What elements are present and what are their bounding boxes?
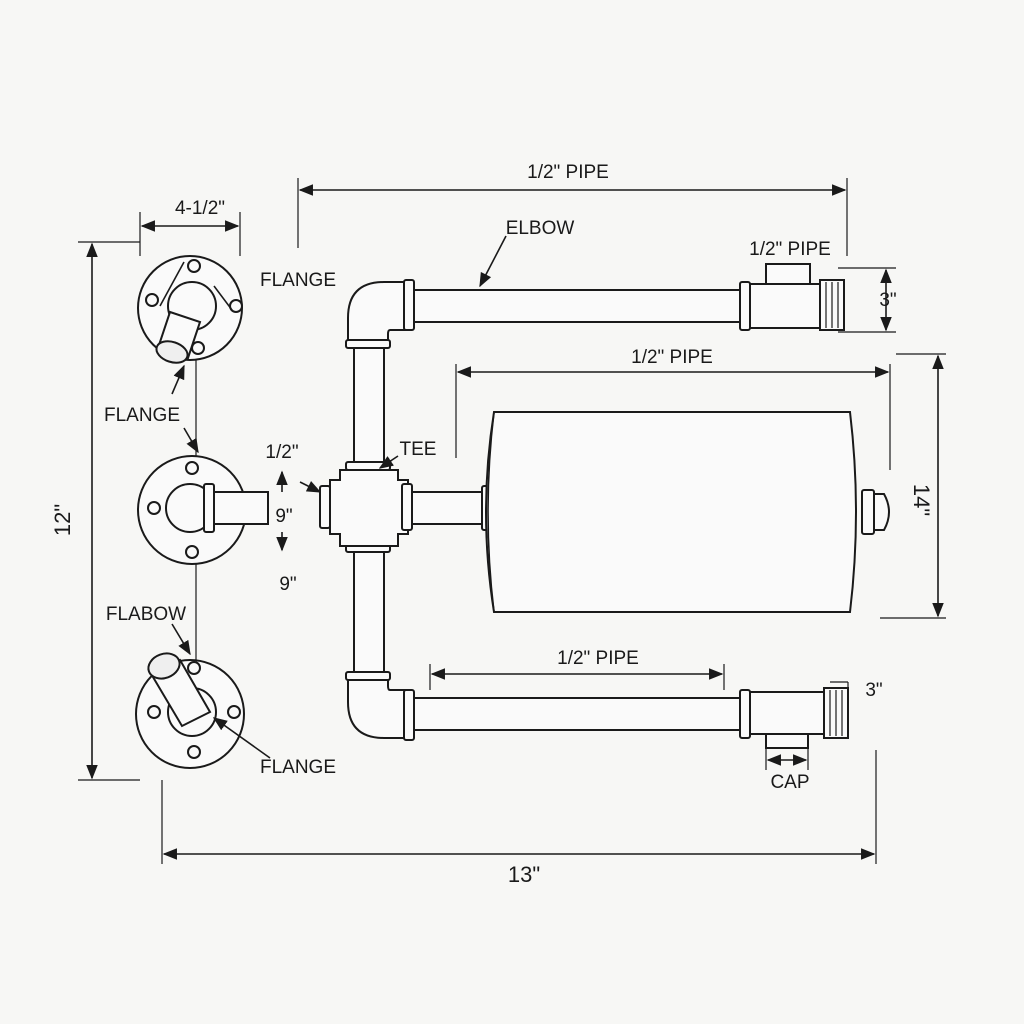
dimension-9 [276, 470, 322, 552]
flange-bottom [135, 652, 245, 769]
label-pipe-top-right: 1/2" PIPE [749, 239, 831, 260]
leader-elbow [479, 235, 507, 288]
leader-flange-mid [183, 427, 199, 454]
pipe-bottom-arm [413, 687, 849, 749]
label-pipe-top: 1/2" PIPE [527, 162, 609, 183]
label-3-top: 3" [879, 290, 896, 311]
label-half-inch: 1/2" [265, 442, 298, 463]
label-pipe-bottom: 1/2" PIPE [557, 648, 639, 669]
label-3-bottom: 3" [865, 680, 882, 701]
dimension-height-12 [78, 241, 140, 781]
dimension-3-top [838, 267, 896, 333]
tee-fitting [319, 469, 493, 547]
dimension-width-13 [161, 750, 877, 864]
label-nine-a: 9" [275, 506, 292, 527]
dimension-flange-width [139, 212, 241, 256]
pipe-top-arm [413, 263, 845, 331]
label-height-14: 14" [909, 484, 934, 516]
leader-flange-bottom [212, 717, 271, 759]
dimension-middle-pipe [455, 364, 891, 470]
label-flange-bottom: FLANGE [260, 757, 336, 778]
leader-flabow [171, 623, 191, 656]
leader-tee [378, 455, 399, 469]
elbow-bottom [347, 679, 415, 741]
label-cap: CAP [770, 772, 809, 793]
paper-roll [485, 411, 890, 613]
label-flabow: FLABOW [106, 604, 186, 625]
label-flange-width: 4-1/2" [175, 198, 225, 219]
dimension-bottom-pipe [429, 664, 725, 690]
label-elbow: ELBOW [506, 218, 575, 239]
label-nine-b: 9" [279, 574, 296, 595]
label-flange-top: FLANGE [260, 270, 336, 291]
flange-top [137, 255, 243, 364]
label-pipe-middle: 1/2" PIPE [631, 347, 713, 368]
label-tee: TEE [400, 439, 437, 460]
leader-flange-top [171, 364, 185, 395]
dimension-top-pipe [297, 178, 848, 256]
dimension-height-14 [880, 353, 946, 619]
label-height-12: 12" [50, 504, 75, 536]
label-width-13: 13" [508, 862, 540, 887]
flange-middle [137, 455, 269, 565]
elbow-top [347, 279, 415, 341]
label-flange-middle: FLANGE [104, 405, 180, 426]
